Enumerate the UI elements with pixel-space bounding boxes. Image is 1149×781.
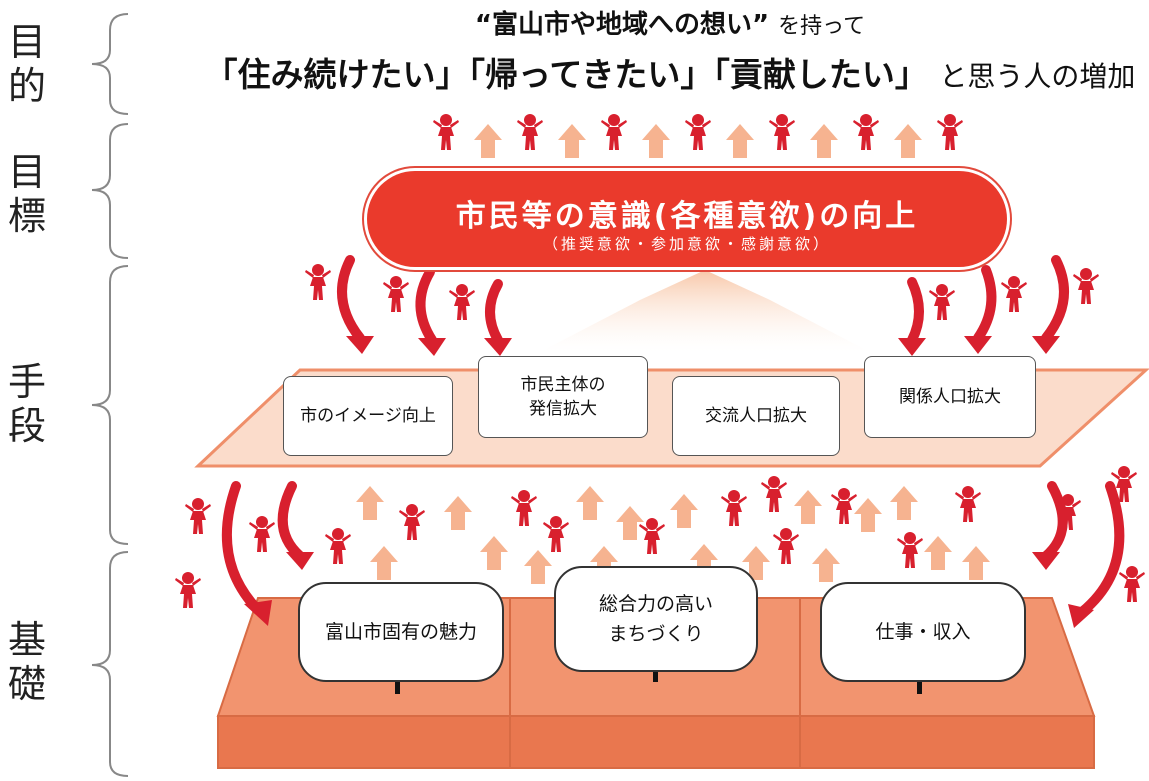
curved-down-arrows (221, 255, 1125, 617)
goal-pill-title: 市民等の意識(各種意欲)の向上 (455, 199, 919, 234)
headline-suffix-2: と思う人の増加 (939, 60, 1136, 93)
means-box-city-image: 市のイメージ向上 (283, 376, 453, 456)
purpose-label: 目的 (8, 20, 47, 108)
means-box-citizen-outreach: 市民主体の 発信拡大 (478, 356, 648, 438)
lower-people (325, 476, 981, 568)
means-box-related-population: 関係人口拡大 (864, 356, 1036, 438)
goal-pill-subtitle: （推奨意欲・参加意欲・感謝意欲） (542, 235, 831, 253)
curved-arrow-heads (244, 336, 1094, 628)
goal-pill: 市民等の意識(各種意欲)の向上 （推奨意欲・参加意欲・感謝意欲） (367, 171, 1007, 267)
top-people (433, 114, 963, 150)
foundation-box-jobs-income: 仕事・収入 (820, 582, 1026, 682)
section-brackets (91, 13, 129, 777)
headline-suffix: を持って (778, 14, 866, 39)
goal-label: 目標 (8, 150, 47, 238)
means-label: 手段 (8, 360, 47, 448)
foundation-box-unique-charm: 富山市固有の魅力 (298, 582, 504, 682)
purpose-headline-line1: “富山市や地域への想い” を持って (200, 4, 1140, 41)
big-up-arrow (540, 270, 870, 352)
foundation-box-town-planning: 総合力の高い まちづくり (554, 566, 758, 672)
purpose-headline-line2: 「住み続けたい」「帰ってきたい」「貢献したい」 と思う人の増加 (200, 48, 1140, 96)
headline-wishes: 「住み続けたい」「帰ってきたい」「貢献したい」 (204, 55, 928, 94)
headline-quote: “富山市や地域への想い” (474, 10, 770, 40)
foundation-label: 基礎 (8, 618, 47, 706)
means-box-visitor-population: 交流人口拡大 (672, 376, 840, 456)
